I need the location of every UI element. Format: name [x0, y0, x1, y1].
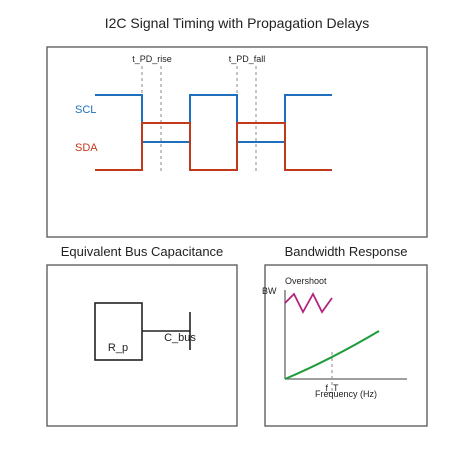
bw-axis-label: BW [262, 286, 277, 296]
resistor-box [94, 302, 143, 361]
scl-label: SCL [75, 104, 96, 116]
fall-delay-label: t_PD_fall [229, 54, 266, 64]
overshoot-trace [284, 292, 333, 314]
frequency-axis-label: Frequency (Hz) [315, 389, 377, 399]
bandwidth-panel: BW Frequency (Hz) f_T Overshoot [262, 264, 428, 427]
rise-delay-label: t_PD_rise [132, 54, 172, 64]
bandwidth-panel-frame [264, 264, 428, 427]
overshoot-label: Overshoot [285, 276, 327, 286]
circuit-title: Equivalent Bus Capacitance [61, 244, 224, 259]
sda-waveform [95, 122, 332, 171]
circuit-panel: R_p C_bus [46, 264, 238, 427]
sda-label: SDA [75, 142, 98, 154]
response-curve [284, 330, 380, 380]
bandwidth-title: Bandwidth Response [285, 244, 408, 259]
ft-marker-label: f_T [325, 383, 339, 393]
scl-waveform [95, 94, 332, 143]
figure-title: I2C Signal Timing with Propagation Delay… [105, 15, 370, 31]
timing-panel: t_PD_rise t_PD_fall SCL SDA [46, 46, 428, 238]
resistor-label: R_p [108, 342, 128, 354]
capacitor-label: C_bus [164, 332, 196, 344]
